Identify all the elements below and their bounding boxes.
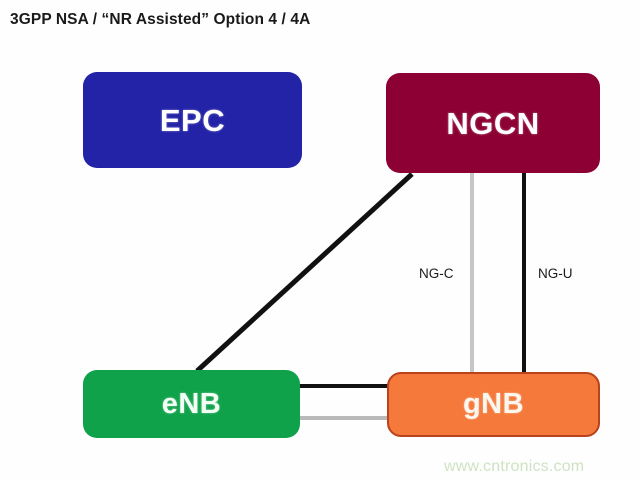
link-label-ngu: NG-U — [538, 266, 573, 281]
node-enb[interactable]: eNB — [83, 370, 300, 438]
node-epc[interactable]: EPC — [83, 72, 302, 168]
node-gnb[interactable]: gNB — [387, 372, 600, 437]
node-ngcn-label: NGCN — [446, 105, 540, 141]
node-epc-label: EPC — [159, 102, 226, 138]
node-gnb-label: gNB — [462, 388, 525, 420]
link-ngcn-enb — [195, 172, 414, 373]
link-label-ngc: NG-C — [419, 266, 454, 281]
watermark: www.cntronics.com — [444, 458, 585, 475]
node-enb-label: eNB — [161, 387, 222, 420]
page-title: 3GPP NSA / “NR Assisted” Option 4 / 4A — [10, 11, 311, 28]
node-ngcn[interactable]: NGCN — [386, 73, 600, 173]
